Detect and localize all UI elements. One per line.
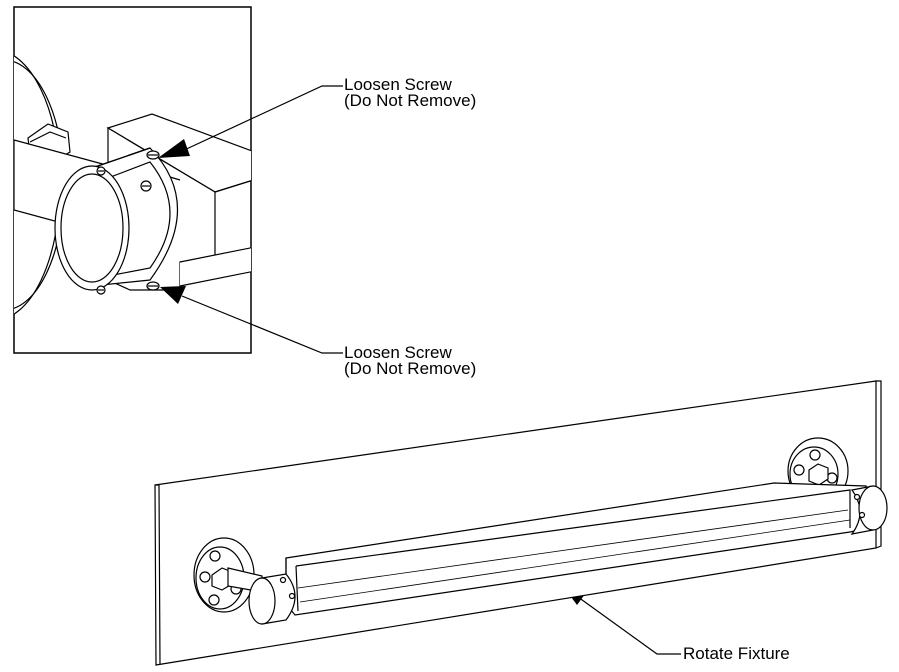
end-cap-face — [54, 165, 130, 291]
arrow-bottom — [160, 286, 186, 304]
leader-fixture — [577, 596, 681, 655]
leader-bottom — [181, 295, 343, 354]
bottom-screw — [146, 281, 160, 291]
detail-inset — [13, 6, 252, 354]
top-screw — [146, 150, 160, 160]
callout-bottom-line2: (Do Not Remove) — [344, 359, 477, 378]
main-assembly — [154, 380, 888, 666]
arrow-top — [158, 139, 190, 158]
callout-bottom-line1: Loosen Screw — [344, 343, 452, 362]
leaders — [179, 85, 681, 655]
right-end-cap — [850, 485, 888, 535]
side-screw — [140, 180, 152, 192]
callout-bottom: Loosen Screw (Do Not Remove) — [344, 343, 477, 378]
callout-fixture: Rotate Fixture — [683, 644, 790, 663]
left-end-cap — [248, 573, 296, 625]
left-flange — [193, 537, 255, 613]
callout-top: Loosen Screw (Do Not Remove) — [344, 75, 477, 110]
callout-top-line1: Loosen Screw — [344, 75, 452, 94]
callout-top-line2: (Do Not Remove) — [344, 91, 477, 110]
leader-top — [179, 85, 343, 153]
face-screw-top — [96, 166, 106, 176]
callout-fixture-line1: Rotate Fixture — [683, 644, 790, 663]
face-screw-bottom — [96, 285, 106, 295]
